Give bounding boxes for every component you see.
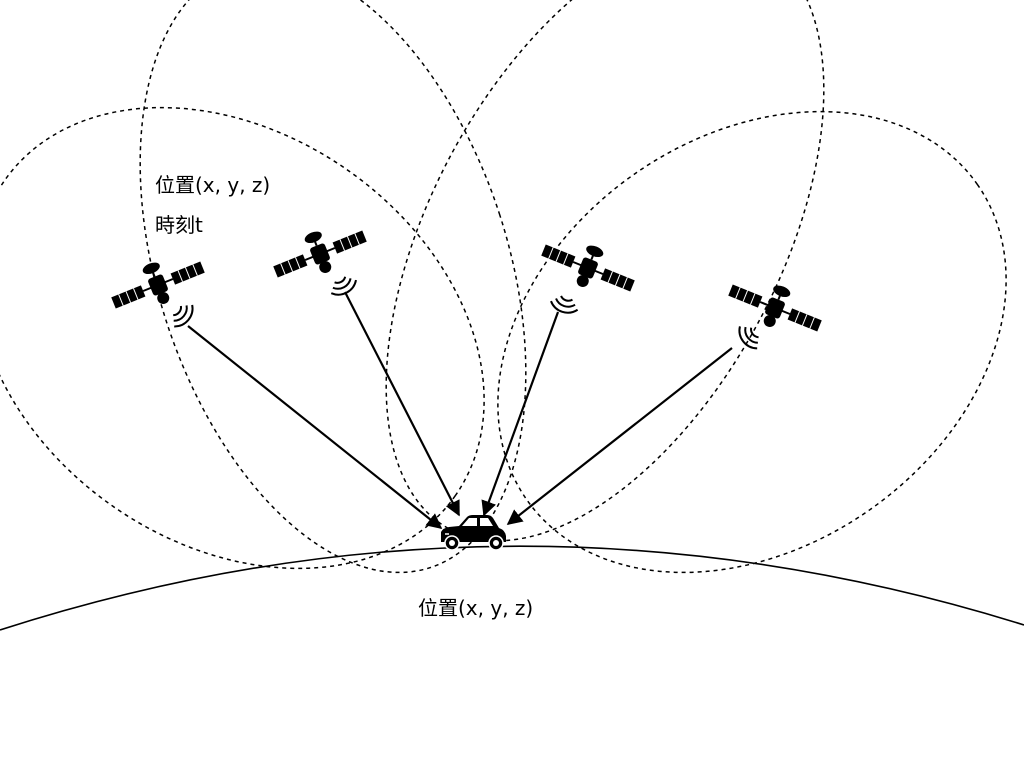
coverage-ellipse-3	[385, 0, 825, 542]
satellite-2	[265, 213, 373, 301]
satellite-icon	[265, 213, 373, 292]
signal-wave-icon	[167, 298, 199, 332]
coverage-ellipse-2	[139, 0, 527, 574]
satellite-icon	[103, 244, 211, 323]
car-icon	[441, 515, 506, 551]
coverage-ellipse-4	[497, 110, 1007, 574]
coverage-ellipse-1	[0, 106, 485, 570]
signal-wave-icon	[326, 271, 361, 301]
satellite-3	[535, 227, 643, 318]
satellite-time-label: 時刻t	[155, 213, 203, 237]
satellite-1	[103, 244, 211, 332]
signal-wave-icon	[733, 320, 765, 354]
satellite-position-label: 位置(x, y, z)	[155, 173, 271, 197]
signal-path-1	[187, 325, 443, 529]
satellite-icon	[535, 227, 643, 306]
signal-paths	[187, 291, 733, 529]
signal-path-4	[506, 347, 733, 525]
receiver-position-label: 位置(x, y, z)	[418, 596, 534, 620]
signal-wave-icon	[547, 292, 582, 318]
signal-path-2	[344, 291, 460, 517]
satellite-4	[722, 267, 830, 354]
signal-path-3	[481, 311, 560, 517]
coverage-ellipses	[0, 0, 1007, 574]
earth-surface	[0, 545, 1024, 631]
